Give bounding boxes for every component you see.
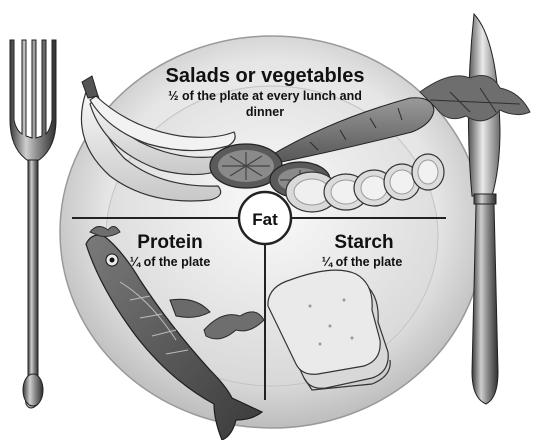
starch-title: Starch [334, 232, 393, 253]
protein-title: Protein [137, 232, 202, 253]
top-section-line1: ½ of the plate at every lunch and [168, 89, 362, 103]
starch-portion: ¼ of the plate [322, 255, 403, 269]
protein-portion: ¼ of the plate [130, 255, 211, 269]
fat-label: Fat [252, 210, 278, 229]
top-section-title: Salads or vegetables [166, 65, 365, 87]
top-section-line2: dinner [246, 105, 284, 119]
fork-icon [10, 40, 56, 408]
